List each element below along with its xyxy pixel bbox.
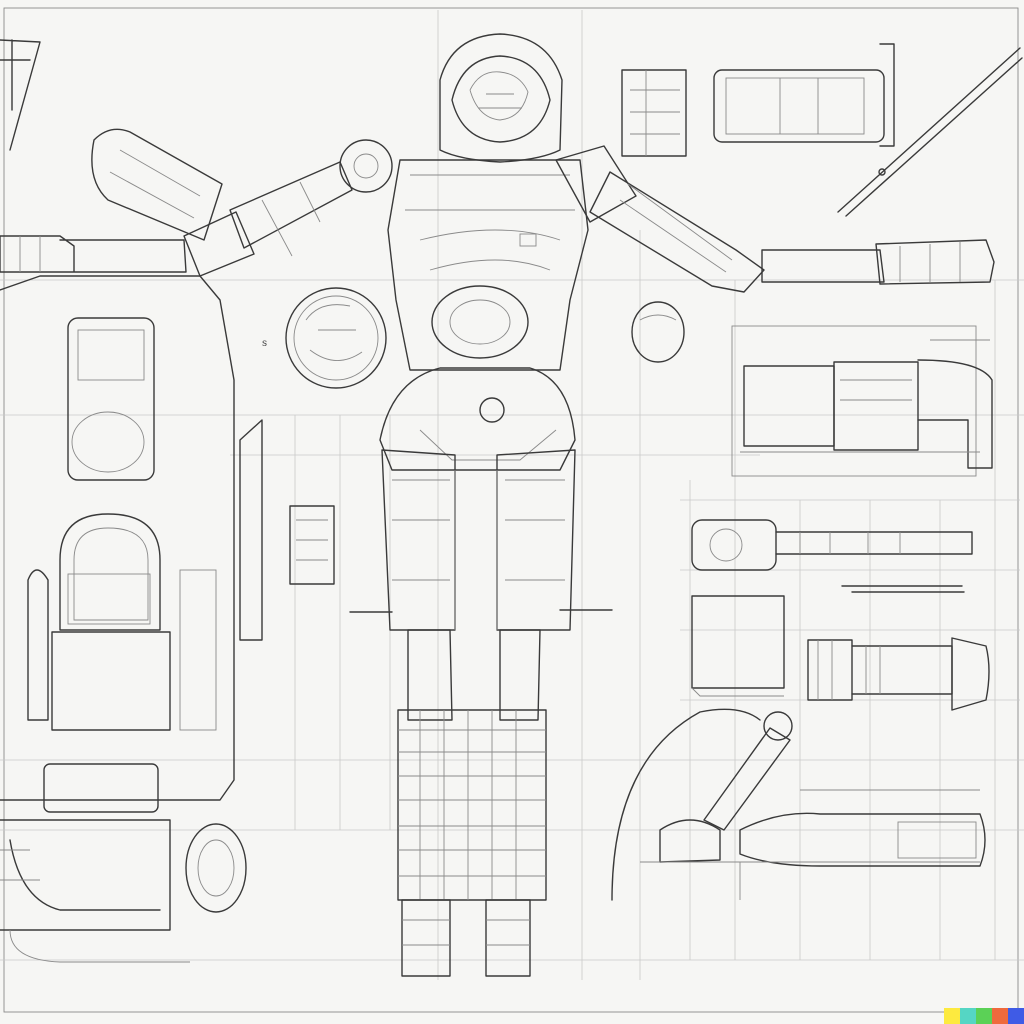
cylinder-component: [807, 637, 990, 711]
robot-head: [439, 33, 563, 163]
watermark-blue-square: [1008, 1008, 1024, 1024]
annotation-letter: s: [262, 338, 268, 349]
shaft-component: [691, 519, 973, 593]
side-panel: [239, 419, 335, 641]
left-pod-assembly: [0, 275, 247, 963]
robot-torso: [387, 159, 589, 371]
sheet-border: [3, 7, 1019, 1013]
round-dial-right: [631, 301, 685, 363]
round-dial-left: [285, 287, 387, 389]
robot-right-arm: [555, 145, 995, 293]
watermark-orange-square: [992, 1008, 1008, 1024]
top-right-components: [621, 43, 1023, 217]
corner-frame-sketch: [0, 39, 41, 151]
watermark-cyan-square: [960, 1008, 976, 1024]
hatched-machine-block: [731, 325, 993, 477]
construction-grid: [0, 10, 1024, 980]
watermark-yellow-square: [944, 1008, 960, 1024]
lever-mechanism: [611, 708, 986, 901]
robot-left-arm: [0, 128, 393, 277]
watermark-green-square: [976, 1008, 992, 1024]
robot-pelvis: [379, 367, 576, 471]
robot-legs: [349, 449, 613, 977]
hatched-cube: [691, 595, 785, 697]
